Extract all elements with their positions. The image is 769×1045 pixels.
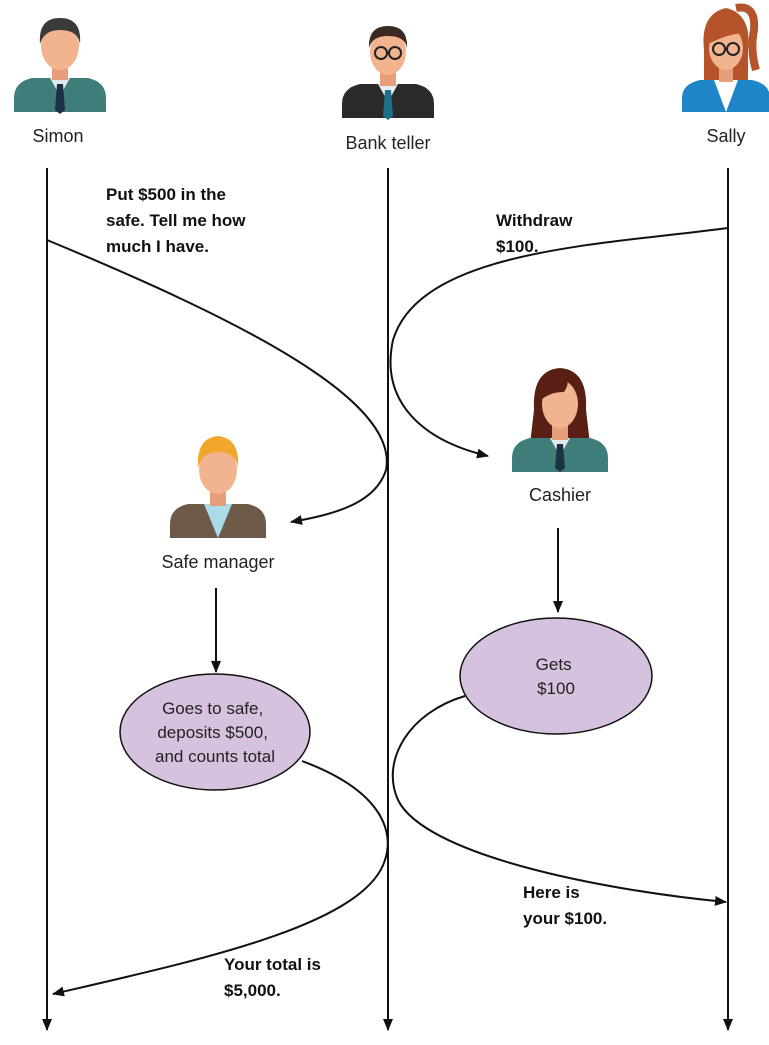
sally-avatar-icon [682,3,769,112]
safe-action-process: Goes to safe, deposits $500, and counts … [119,673,311,791]
simon-to-safe-manager-arrow [46,239,388,525]
sally-request-note: Withdraw $100. [496,211,577,256]
simon-label: Simon [32,126,83,146]
cashier-to-sally-arrow [391,695,727,906]
simon-response-note: Your total is $5,000. [224,955,326,1000]
cashier-avatar-icon [512,368,608,472]
sally-response-note: Here is your $100. [523,883,607,928]
bank-teller-avatar-icon [342,26,434,120]
cashier-action-process: Gets $100 [459,617,653,735]
cashier-label: Cashier [529,485,591,505]
simon-avatar-icon [14,18,106,114]
safe-action-text: Goes to safe, deposits $500, and counts … [155,699,275,766]
safe-manager-to-simon-arrow [52,760,389,997]
sally-label: Sally [706,126,745,146]
simon-request-note: Put $500 in the safe. Tell me how much I… [106,185,250,256]
safe-manager-label: Safe manager [161,552,274,572]
safe-manager-avatar-icon [170,436,266,538]
sally-to-cashier-arrow [389,227,729,459]
cashier-action-text: Gets $100 [536,655,577,698]
bank-teller-label: Bank teller [345,133,430,153]
